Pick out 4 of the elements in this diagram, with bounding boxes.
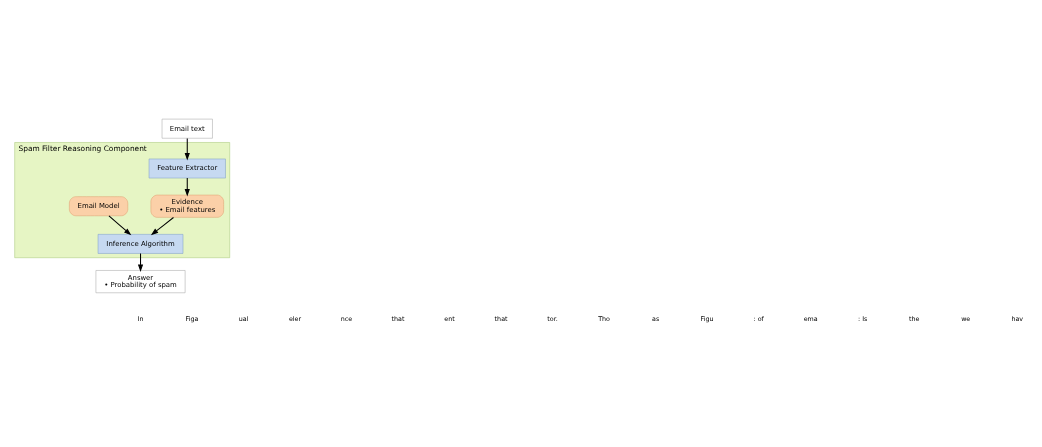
arrow	[108, 214, 132, 235]
arrow	[184, 137, 190, 160]
arrow	[184, 177, 190, 196]
arrow	[150, 216, 174, 235]
